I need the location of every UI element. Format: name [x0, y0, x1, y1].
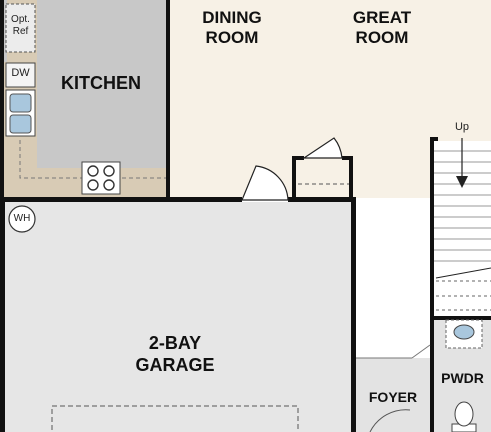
closet-wall-left: [292, 156, 296, 198]
dining-room-label-line1: DINING: [202, 8, 262, 27]
water-heater: [8, 205, 36, 233]
living-area-floor: [168, 0, 431, 198]
powder-top-wall: [430, 316, 491, 320]
dishwasher: [5, 62, 36, 88]
kitchen-label: KITCHEN: [61, 73, 141, 93]
foyer-wall: [351, 356, 356, 432]
great-room-label-line1: GREAT: [352, 8, 412, 27]
garage-door-outline: [51, 405, 299, 432]
burner: [103, 165, 115, 177]
stair-wall-left: [430, 138, 434, 320]
foyer-door-swing: [369, 409, 411, 432]
sink-basin-top: [9, 93, 32, 113]
great-room-label: GREAT ROOM: [336, 8, 428, 49]
closet-wall-top-right: [342, 156, 353, 160]
burner: [87, 179, 99, 191]
foyer-label: FOYER: [368, 389, 418, 405]
fridge-label-line1: Opt.: [11, 14, 30, 25]
garage-right-wall: [351, 197, 356, 432]
stair-arrow-head: [456, 176, 468, 188]
stair-wall-top: [430, 137, 438, 141]
closet-door-swing: [302, 137, 343, 159]
water-heater-label: WH: [13, 213, 31, 224]
toilet-bowl: [454, 401, 474, 427]
kitchen-floor: [37, 0, 167, 168]
fridge-label: Opt. Ref: [6, 14, 35, 37]
dining-room-label: DINING ROOM: [186, 8, 278, 49]
foyer-step-line-2: [411, 344, 431, 359]
powder-left-wall: [430, 316, 434, 432]
fridge-label-line2: Ref: [12, 25, 29, 37]
burner: [103, 179, 115, 191]
garage-label-line1: 2-BAY: [148, 333, 202, 353]
garage-floor: [5, 202, 352, 432]
closet-wall-right: [349, 156, 353, 198]
garage-label: 2-BAY GARAGE: [110, 333, 240, 376]
great-room-label-line2: ROOM: [355, 28, 409, 48]
sink-basin-bottom: [9, 114, 32, 134]
foyer-floor: [356, 358, 430, 432]
kitchen-left-wall: [0, 0, 4, 200]
stair-break-line: [435, 267, 491, 279]
stairs-up-label: Up: [454, 121, 470, 133]
garage-door-swing: [241, 165, 289, 201]
garage-left-wall: [0, 197, 5, 432]
burner: [87, 165, 99, 177]
powder-room-label: PWDR: [441, 370, 484, 386]
garage-top-wall-right: [288, 197, 356, 202]
garage-label-line2: GARAGE: [135, 354, 215, 375]
kitchen-right-wall: [166, 0, 170, 200]
kitchen-floor-lower: [3, 0, 7, 62]
powder-sink-basin: [453, 324, 475, 340]
fridge-outline: [5, 3, 36, 53]
powder-sink-counter: [445, 319, 483, 349]
closet-wall-top-left: [292, 156, 304, 160]
garage-top-wall-left: [0, 197, 242, 202]
dining-room-label-line2: ROOM: [205, 28, 259, 48]
dishwasher-label: DW: [11, 67, 30, 79]
cooktop: [81, 161, 121, 195]
